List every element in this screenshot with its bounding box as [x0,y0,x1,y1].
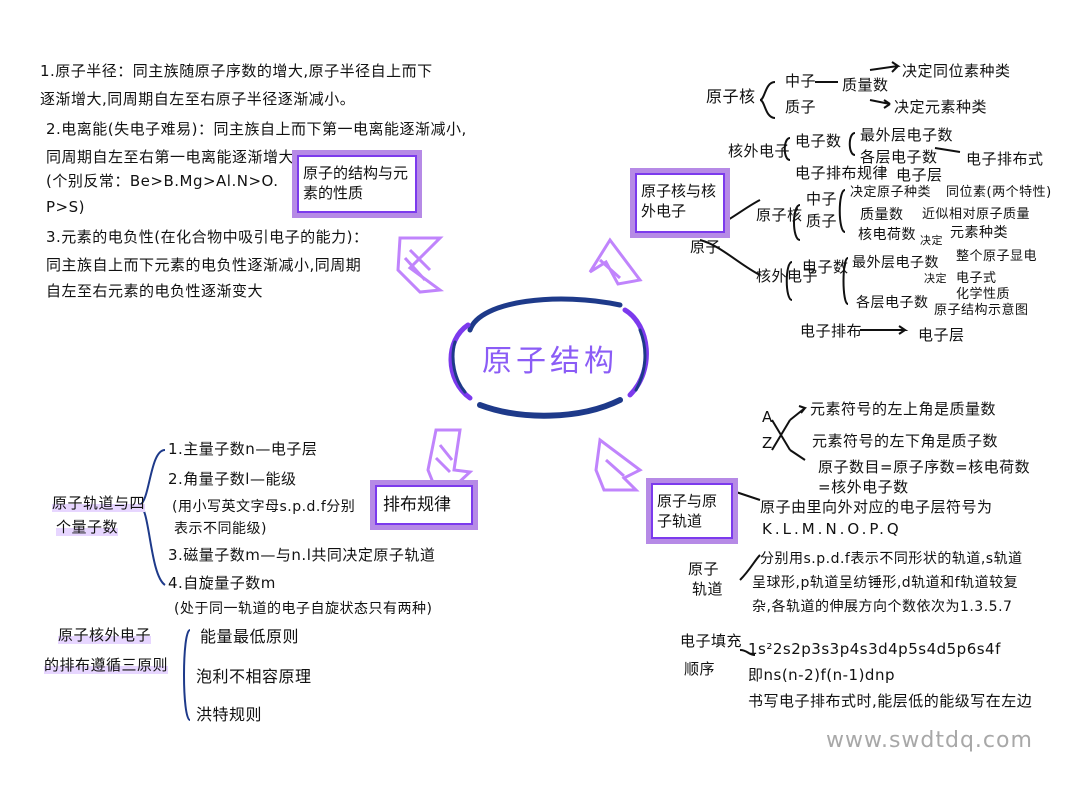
rb-letters: K.L.M.N.O.P.Q [762,520,902,538]
tr-e-formula: 电子式 [956,271,997,286]
rb-fill-2: 即ns(n-2)f(n-1)dnp [748,666,895,684]
tr-whole-atom: 整个原子显电 [956,249,1038,264]
node-arrangement: 排布规律 [370,480,478,530]
tr-e-count: 电子数 [795,132,842,150]
node-atom-orbitals-label: 原子与原子轨道 [657,492,718,530]
tr-outer-shell2: 最外层电子数 [852,255,939,271]
tr-approx-mass: 近似相对原子质量 [922,207,1031,222]
lb-q1: 1.主量子数n—电子层 [168,440,318,458]
node-atom-orbitals: 原子与原子轨道 [646,478,738,544]
lb-q2: 2.角量子数l—能级 [168,470,297,488]
tr-outer-shell-e: 最外层电子数 [860,126,954,144]
lb-q2b: 表示不同能级) [174,521,267,537]
rb-orb-1: 分别用s.p.d.f表示不同形状的轨道,s轨道 [760,551,1023,567]
tr-chem-prop: 化学性质 [956,287,1011,302]
prop-line-5: (个别反常：Be>B.Mg>Al.N>O. [46,172,279,190]
center-title: 原子结构 [482,344,618,379]
rb-fill-label-2: 顺序 [684,660,716,678]
rb-A: A [762,408,773,426]
lb-q3: 3.磁量子数m—与n.l共同决定原子轨道 [168,546,436,564]
tr-proton: 质子 [785,98,817,116]
node-nucleus-electrons-label: 原子核与核外电子 [641,182,717,220]
rb-orbital-label-2: 轨道 [692,580,724,598]
lb-p3: 洪特规则 [196,705,263,724]
prop-line-1: 1.原子半径：同主族随原子序数的增大,原子半径自上而下 [40,62,433,80]
tr-mass-number: 质量数 [842,76,889,94]
prop-line-6: P>S) [46,198,85,216]
tr-outer-electrons: 核外电子 [728,142,791,160]
tr-neutron2: 中子 [806,190,838,208]
lb-group1-a: 原子轨道与四 [52,494,146,512]
prop-line-4: 同周期自左至右第一电离能逐渐增大 [46,148,295,166]
tr-mass-num2: 质量数 [860,207,904,223]
tr-atom-struct: 原子结构示意图 [934,303,1029,318]
tr-e-count2: 电子数 [802,258,849,276]
lb-group2-a: 原子核外电子 [58,626,152,644]
tr-e-rule: 电子排布规律 [795,164,889,182]
watermark: www.swdtdq.com [826,728,1033,753]
tr-isotope: 决定同位素种类 [902,62,1011,80]
tr-shell-e2: 各层电子数 [856,295,929,311]
prop-line-7: 3.元素的电负性(在化合物中吸引电子的能力)： [46,228,369,246]
lb-group1-b: 个量子数 [56,518,119,536]
node-properties: 原子的结构与元素的性质 [292,150,422,218]
lb-q4a: (处于同一轨道的电子自旋状态只有两种) [174,601,433,617]
rb-shells: 原子由里向外对应的电子层符号为 [760,498,993,516]
tr-decide-kind: 决定原子种类 [850,185,932,200]
tr-element-kind: 决定元素种类 [894,98,988,116]
tr-atom: 原子 [690,238,722,256]
rb-lower-left: 元素符号的左下角是质子数 [812,432,999,450]
tr-shell-e: 各层电子数 [860,148,938,166]
lb-p1: 能量最低原则 [200,627,300,646]
prop-line-2: 逐渐增大,同周期自左至右原子半径逐渐减小。 [40,90,356,108]
lb-q4: 4.自旋量子数m [168,574,276,592]
lb-p2: 泡利不相容原理 [196,667,312,686]
prop-line-8: 同主族自上而下元素的电负性逐渐减小,同周期 [46,256,362,274]
tr-proton2: 质子 [806,212,838,230]
rb-orbital-label-1: 原子 [688,560,720,578]
lb-q2a: (用小写英文字母s.p.d.f分别 [172,499,356,515]
rb-eq2: =核外电子数 [818,478,909,496]
prop-line-3: 2.电离能(失电子难易)：同主族自上而下第一电离能逐渐减小, [46,120,467,138]
tr-nucleus: 原子核 [706,87,756,106]
rb-fill-label-1: 电子填充 [680,632,743,650]
tr-neutron: 中子 [785,72,817,90]
tr-e-config: 电子排布式 [966,150,1044,168]
tr-element-kind2: 元素种类 [950,225,1008,241]
tr-e-shell2: 电子层 [918,326,965,344]
node-nucleus-electrons: 原子核与核外电子 [630,168,730,238]
rb-Z: Z [762,434,773,452]
tr-e-arrange: 电子排布 [800,322,863,340]
tr-e-shell: 电子层 [896,166,943,184]
tr-isotope2: 同位素(两个特性) [946,185,1052,200]
node-properties-label: 原子的结构与元素的性质 [303,164,409,202]
rb-orb-3: 杂,各轨道的伸展方向个数依次为1.3.5.7 [752,599,1013,615]
tr-nucleus2: 原子核 [756,206,803,224]
tr-nuclear-charge: 核电荷数 [858,227,916,243]
node-arrangement-label: 排布规律 [383,495,451,515]
rb-eq1: 原子数目=原子序数=核电荷数 [818,458,1031,476]
tr-decide: 决定 [920,234,943,247]
rb-upper-left: 元素符号的左上角是质量数 [810,400,997,418]
rb-fill-3: 书写电子排布式时,能层低的能级写在左边 [748,692,1033,710]
prop-line-9: 自左至右元素的电负性逐渐变大 [46,282,264,300]
rb-fill-1: 1s²2s2p3s3p4s3d4p5s4d5p6s4f [748,640,1001,658]
tr-decide2: 决定 [924,272,947,285]
rb-orb-2: 呈球形,p轨道呈纺锤形,d轨道和f轨道较复 [752,575,1019,591]
tr-outer2: 核外电子 [756,267,819,285]
lb-group2-b: 的排布遵循三原则 [44,656,169,674]
